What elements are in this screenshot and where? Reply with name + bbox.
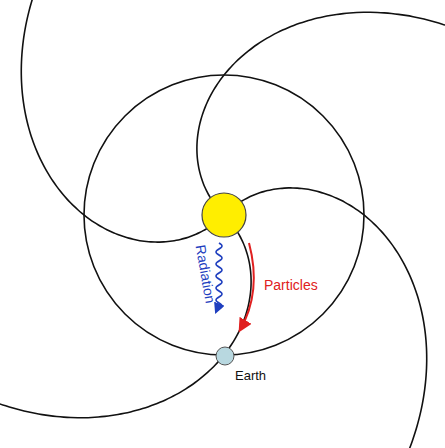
planet-label: Earth <box>235 346 266 383</box>
particles-label: Particles <box>264 277 318 293</box>
sun <box>202 193 246 237</box>
earth-circle <box>216 347 234 365</box>
field-line <box>21 0 227 242</box>
field-line <box>197 12 445 218</box>
earth-shape <box>215 346 235 366</box>
earth-orbit <box>84 75 364 355</box>
earth-node: Earth <box>215 346 266 383</box>
radiation-label: Radiation <box>193 243 219 304</box>
particles-arrow <box>240 243 254 330</box>
field-line <box>220 188 426 448</box>
